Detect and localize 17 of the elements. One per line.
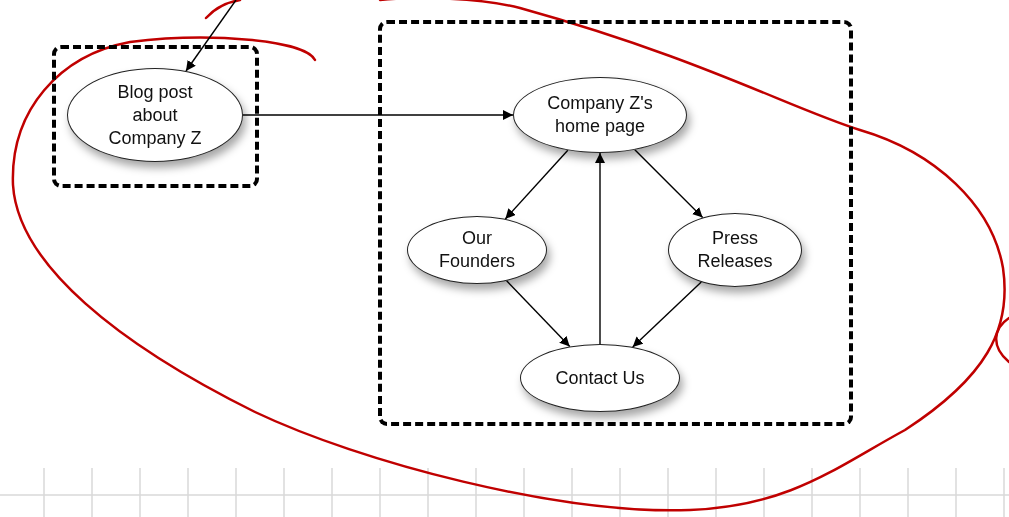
- dashed-group-box: [378, 20, 853, 426]
- node-label: Company Z's home page: [546, 92, 654, 138]
- node-label: Press Releases: [696, 227, 774, 273]
- page-ellipse: [407, 216, 547, 284]
- arrow: [504, 149, 569, 220]
- arrow: [632, 281, 702, 348]
- arrow: [634, 149, 704, 219]
- node-label: Our Founders: [437, 227, 516, 273]
- arrow: [185, 0, 237, 72]
- node-label: Contact Us: [555, 366, 645, 390]
- page-ellipse: [668, 213, 802, 287]
- arrow: [595, 152, 605, 345]
- arrow: [242, 110, 514, 120]
- dashed-group-box: [52, 45, 259, 188]
- arrow: [505, 280, 571, 348]
- page-ellipse: [520, 344, 680, 412]
- node-label: Blog post about Company Z: [107, 80, 203, 150]
